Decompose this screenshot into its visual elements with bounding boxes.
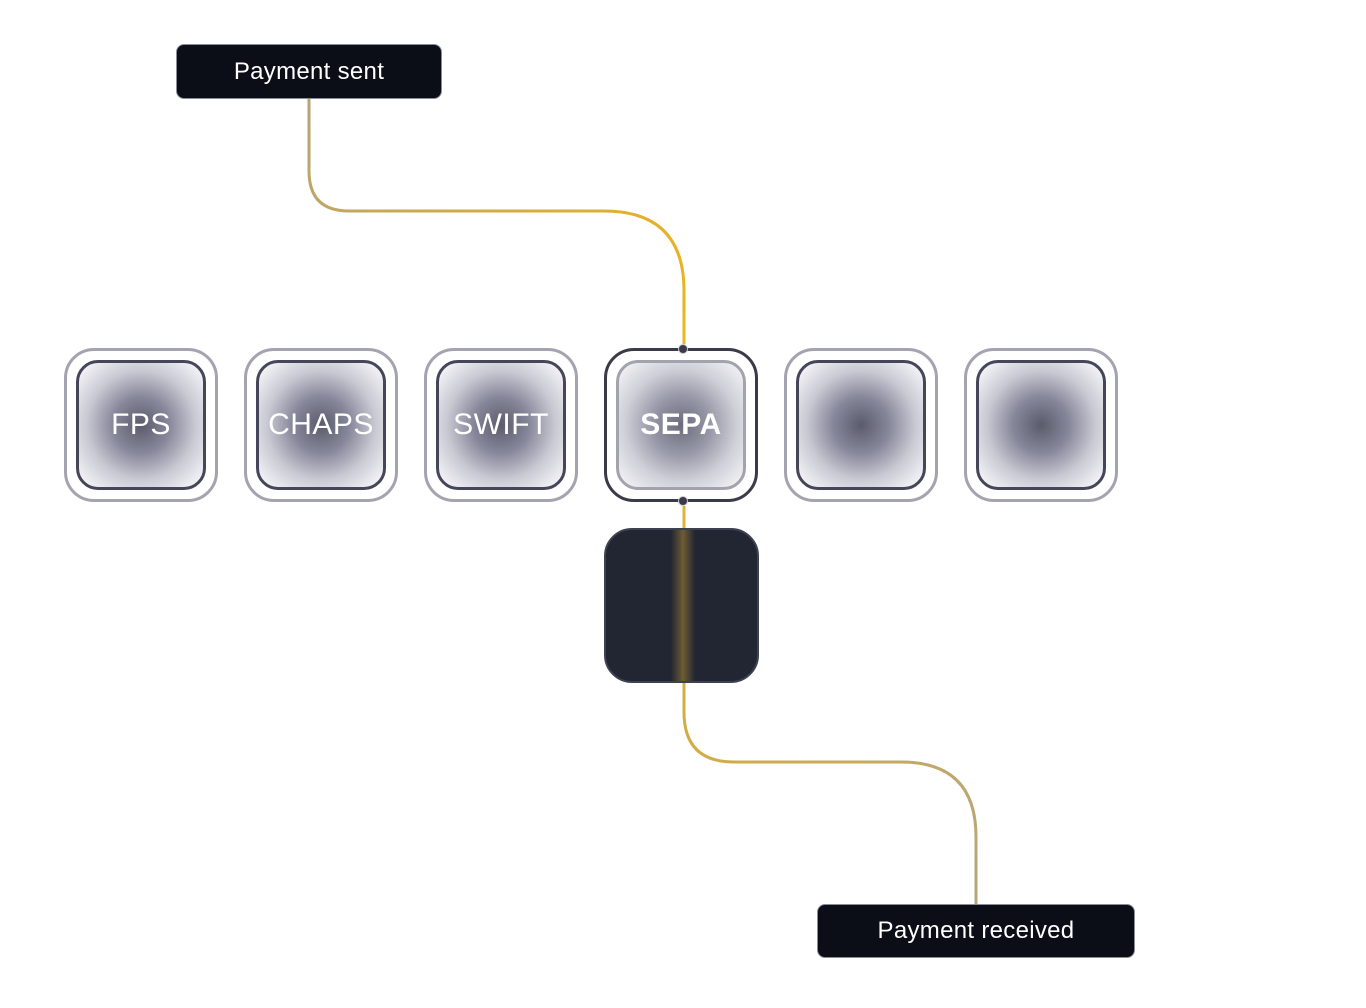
sepa-output-port [678, 496, 688, 506]
rail-tile-5-inner [796, 360, 926, 490]
sepa-input-port [678, 344, 688, 354]
rail-sepa-inner: SEPA [616, 360, 746, 490]
rail-tile-6-inner [976, 360, 1106, 490]
rail-sepa-tile[interactable]: SEPA [604, 348, 758, 502]
rail-swift-tile[interactable]: SWIFT [424, 348, 578, 502]
rail-tile-5[interactable] [784, 348, 938, 502]
payment-sent-node: Payment sent [176, 44, 442, 99]
rail-chaps-tile[interactable]: CHAPS [244, 348, 398, 502]
rail-fps-inner: FPS [76, 360, 206, 490]
rail-tile-6[interactable] [964, 348, 1118, 502]
connector-processor-to-received [682, 683, 978, 904]
rail-chaps-label: CHAPS [268, 408, 374, 441]
rail-chaps-inner: CHAPS [256, 360, 386, 490]
processing-node [604, 528, 759, 683]
rail-fps-tile[interactable]: FPS [64, 348, 218, 502]
payment-received-label: Payment received [877, 917, 1075, 944]
rail-fps-label: FPS [111, 408, 171, 441]
rail-sepa-label: SEPA [640, 408, 722, 441]
rail-swift-inner: SWIFT [436, 360, 566, 490]
payment-sent-label: Payment sent [233, 57, 385, 85]
rail-swift-label: SWIFT [453, 408, 549, 441]
connector-sent-to-sepa [307, 99, 686, 344]
payment-received-node: Payment received [817, 904, 1135, 958]
